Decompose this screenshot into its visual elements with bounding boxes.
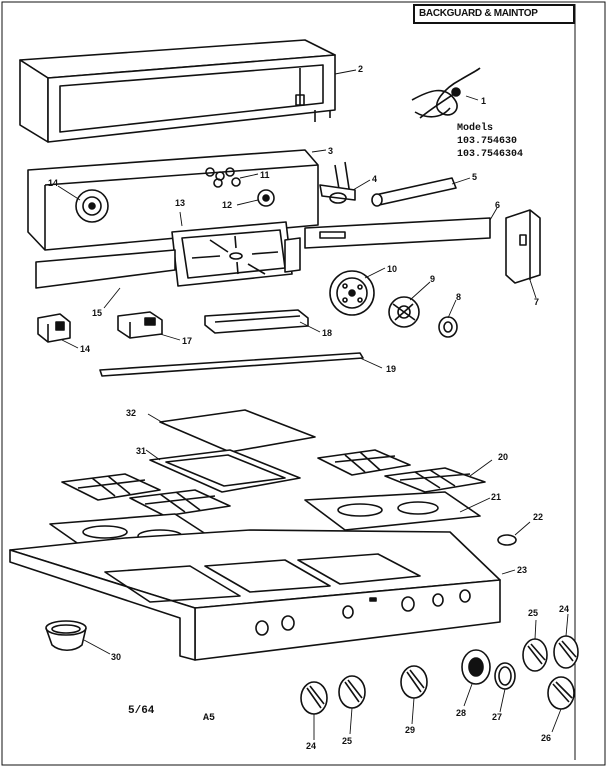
- callout-label: 17: [182, 336, 192, 346]
- callout-label: 5: [472, 172, 477, 182]
- wire-harness: [411, 67, 481, 119]
- selector-dial: [388, 296, 420, 328]
- callout-label: 25: [342, 736, 352, 746]
- callout-label: 18: [322, 328, 332, 338]
- model-number: 103.754630: [457, 136, 518, 147]
- callout-label: 14: [80, 344, 90, 354]
- knob-28: [461, 649, 491, 685]
- bracket: [319, 161, 356, 204]
- callout-label: 10: [387, 264, 397, 274]
- callout-label: 14: [48, 178, 58, 188]
- callout-label: 24: [559, 604, 569, 614]
- callout-label: 26: [541, 733, 551, 743]
- model-number: 103.7546304: [457, 149, 524, 160]
- callout-label: 24: [306, 741, 316, 751]
- main-top: [9, 529, 501, 661]
- trim-strip-end: [284, 237, 301, 273]
- knob-26: [547, 676, 575, 710]
- long-bar: [304, 217, 491, 249]
- grommet: [497, 534, 517, 546]
- large-dial: [329, 270, 375, 316]
- ring-27: [494, 662, 516, 690]
- callout-label: 7: [534, 297, 539, 307]
- rod: [99, 352, 364, 377]
- callout-label: 30: [111, 652, 121, 662]
- callout-label: 31: [136, 446, 146, 456]
- callout-label: 32: [126, 408, 136, 418]
- callout-label: 6: [495, 200, 500, 210]
- end-cap: [505, 209, 541, 284]
- cup: [45, 620, 87, 652]
- models-block: Models 103.754630 103.7546304: [457, 122, 523, 161]
- burner-grate-left: [61, 473, 231, 517]
- backguard-housing: [19, 39, 336, 143]
- callout-labels: 1 2 3 4 5 6 7 8 9 10 11 12 13 14 14 15 1…: [48, 64, 569, 751]
- callout-label: 23: [517, 565, 527, 575]
- drip-tray: [304, 491, 481, 531]
- small-block-left: [37, 313, 71, 343]
- sheet-code: A5: [203, 713, 216, 724]
- callout-label: 27: [492, 712, 502, 722]
- callout-label: 29: [405, 725, 415, 735]
- date-code: 5/64: [128, 705, 155, 717]
- top-plate: [159, 409, 316, 453]
- callout-label: 25: [528, 608, 538, 618]
- trim-strip: [35, 249, 176, 289]
- clock-cluster: [205, 167, 241, 188]
- grate-frame: [149, 449, 301, 493]
- channel-18: [204, 309, 309, 334]
- knob-24-left: [300, 681, 328, 715]
- callout-label: 28: [456, 708, 466, 718]
- diagram-title: BACKGUARD & MAINTOP: [413, 4, 575, 24]
- knob-25-left: [338, 675, 366, 709]
- callout-label: 8: [456, 292, 461, 302]
- block-17: [117, 311, 163, 339]
- knob-24-right: [553, 635, 579, 669]
- callout-label: 13: [175, 198, 185, 208]
- knob-25-right: [522, 638, 548, 672]
- knob-29: [400, 665, 428, 699]
- small-knob: [438, 316, 458, 338]
- callout-label: 2: [358, 64, 363, 74]
- callout-label: 22: [533, 512, 543, 522]
- clock-face: [171, 221, 293, 287]
- leader-lines: [57, 69, 569, 740]
- callout-label: 1: [481, 96, 486, 106]
- callout-label: 21: [491, 492, 501, 502]
- callout-label: 12: [222, 200, 232, 210]
- callout-label: 4: [372, 174, 377, 184]
- callout-label: 20: [498, 452, 508, 462]
- callout-label: 3: [328, 146, 333, 156]
- callout-label: 9: [430, 274, 435, 284]
- callout-label: 15: [92, 308, 102, 318]
- tube: [371, 177, 457, 207]
- callout-label: 11: [260, 170, 270, 180]
- callout-label: 19: [386, 364, 396, 374]
- burner-grate-right: [317, 449, 486, 493]
- models-heading: Models: [457, 123, 494, 134]
